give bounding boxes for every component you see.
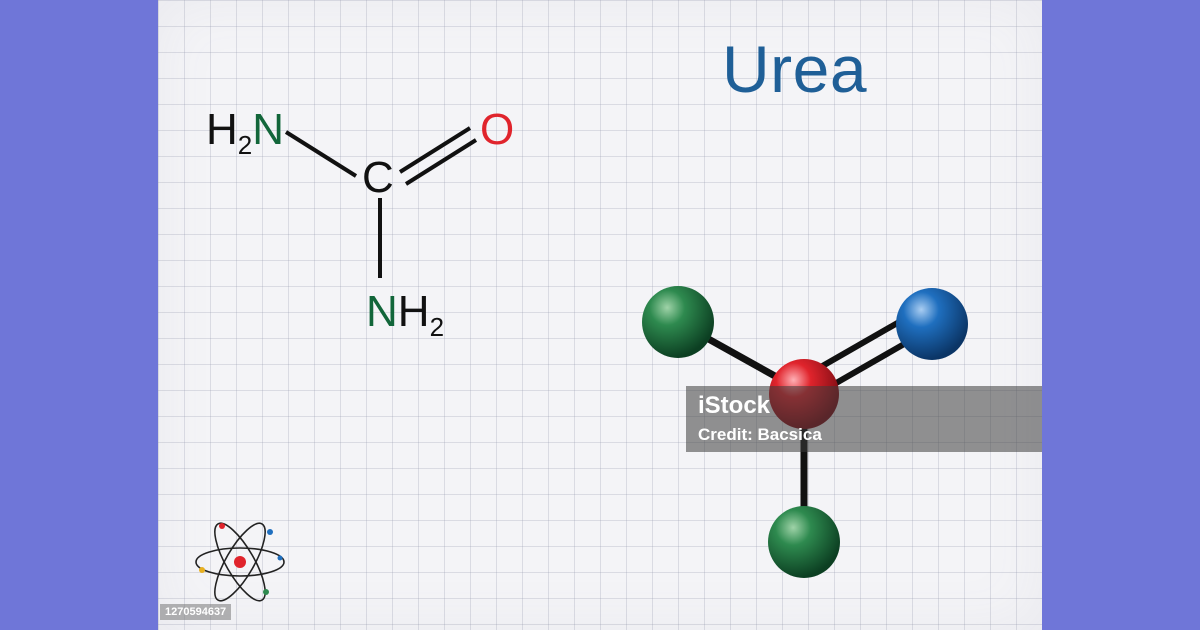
ball-oxygen-right: [896, 288, 968, 360]
graph-paper-sheet: [158, 0, 1042, 630]
watermark-brand: iStock: [698, 392, 771, 419]
oxygen-label: O: [480, 105, 515, 154]
ball-nitrogen-left: [642, 286, 714, 358]
amine-top-label: H2N: [206, 105, 285, 160]
amine-bottom-h: H: [397, 287, 430, 336]
bond-n-c: [284, 130, 358, 178]
watermark-credit: Credit: Bacsica: [698, 425, 822, 444]
stock-id-badge: 1270594637: [160, 604, 232, 621]
amine-bottom-label: NH2: [366, 287, 445, 342]
amine-top-h: H: [206, 105, 238, 154]
carbon-label: C: [362, 153, 394, 202]
watermark-band: [686, 386, 1042, 452]
amine-top-sub: 2: [237, 130, 253, 160]
amine-bottom-sub: 2: [429, 312, 445, 342]
bond-c-o-2: [404, 138, 478, 186]
atom-icon: [195, 522, 285, 602]
page-title: Urea: [722, 32, 868, 106]
amine-bottom-n: N: [366, 287, 398, 336]
bond-c-o-1: [398, 126, 472, 174]
amine-top-n: N: [252, 105, 285, 154]
ball-nitrogen-bottom: [768, 506, 840, 578]
